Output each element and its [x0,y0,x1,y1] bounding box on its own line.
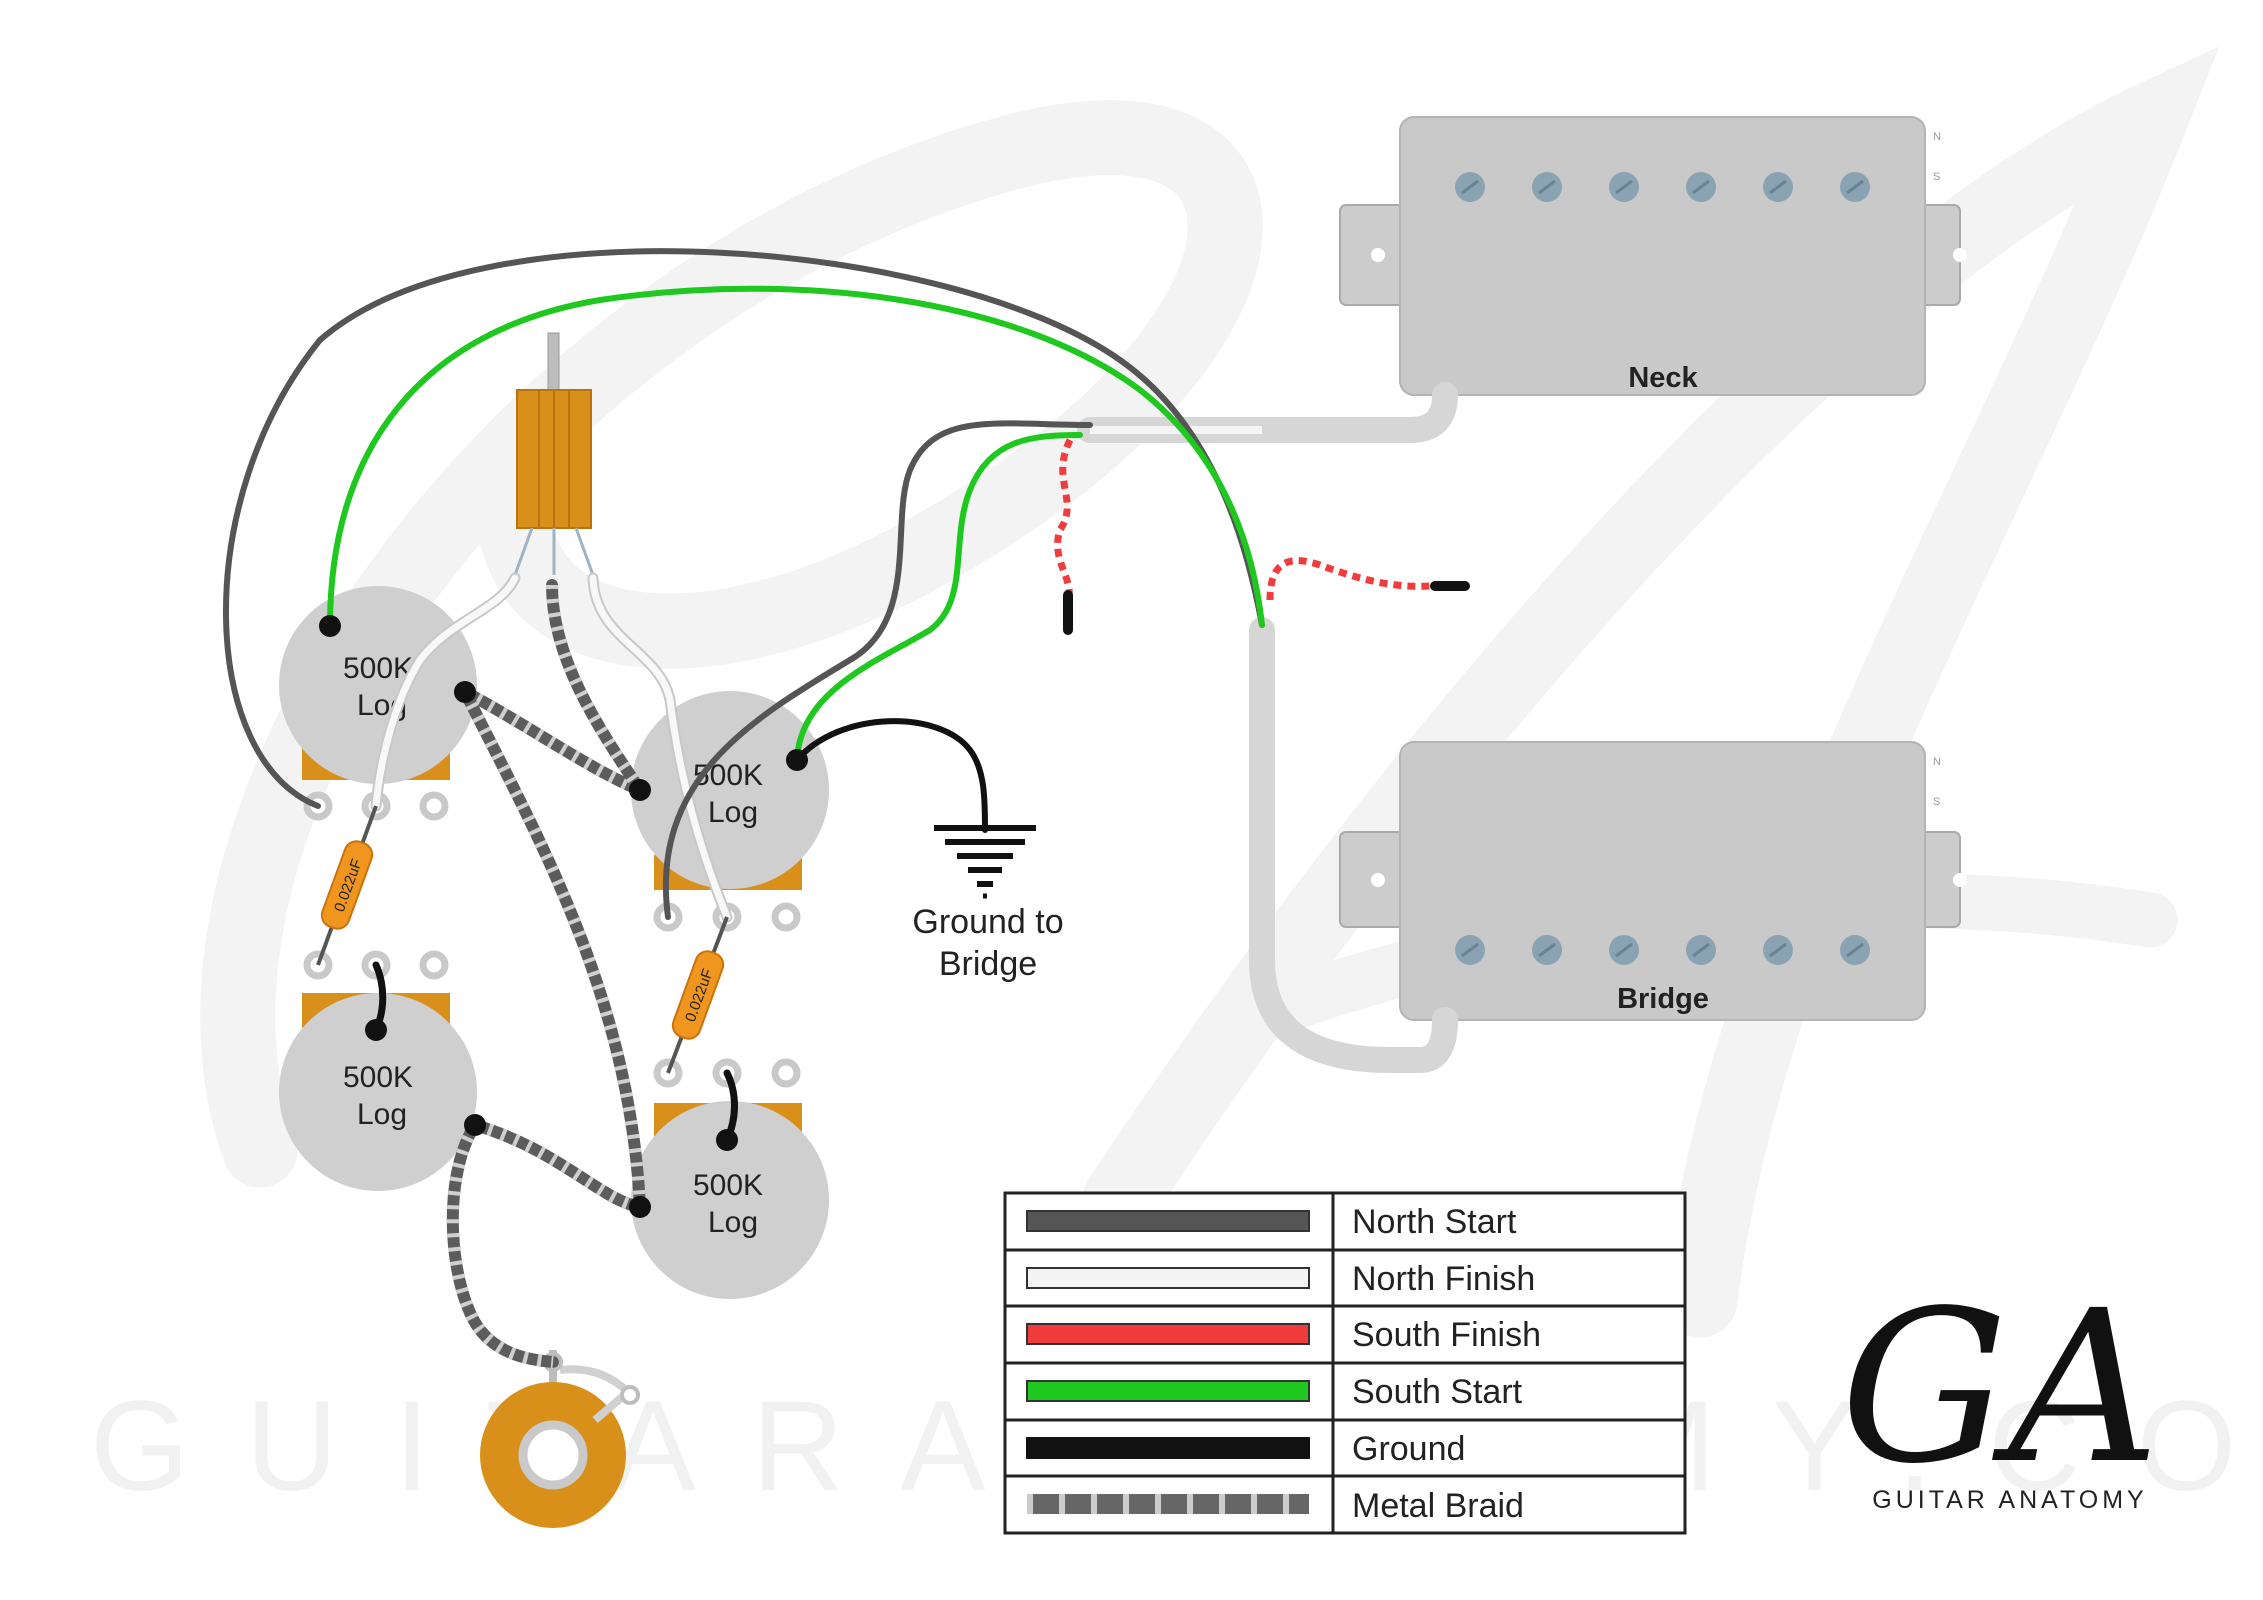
south-start-wires [327,285,1265,763]
pot-bridge-tone: 500K Log [631,1058,829,1299]
bridge-pickup-label: Bridge [1617,983,1709,1015]
pickup-cables [1077,382,1458,1073]
neck-pickup: Neck N S [1339,116,1967,396]
north-finish-wires [370,426,1262,923]
legend-label: North Finish [1352,1260,1535,1298]
braid-wires [446,579,646,1368]
brand-name: GUITAR ANATOMY [1872,1486,2147,1514]
pot-neck-tone: 500K Log [279,950,477,1191]
ground-label-line1: Ground to [912,903,1063,941]
north-start-wires [223,248,1265,920]
ground-wire [794,718,988,833]
neck-south-marker: S [1933,171,1940,183]
legend-label: South Finish [1352,1316,1541,1354]
neck-north-marker: N [1933,131,1941,143]
pot-bridge-volume-taper: Log [708,796,758,829]
pot-bridge-tone-value: 500K [693,1169,763,1202]
solder-points [319,615,808,1218]
legend-label: South Start [1352,1373,1523,1411]
pot-neck-tone-value: 500K [343,1061,413,1094]
capacitor-bridge: 0.022uF [666,916,729,1074]
pot-neck-tone-taper: Log [357,1098,407,1131]
selector-switch [513,332,595,576]
neck-pickup-label: Neck [1628,362,1698,394]
legend-item-south-start: South Start [1026,1373,1523,1411]
bridge-pickup: Bridge N S [1339,741,1967,1021]
brand-logo: GA GUITAR ANATOMY [1840,1265,2159,1514]
south-finish-wires [1054,438,1470,635]
capacitor-neck: 0.022uF [316,805,378,966]
pot-bridge-tone-taper: Log [708,1206,758,1239]
legend-label: Metal Braid [1352,1487,1524,1525]
legend-label: North Start [1352,1203,1517,1241]
legend-item-metal-braid: Metal Braid [1027,1487,1524,1525]
pot-neck-volume-value: 500K [343,652,413,685]
ground-symbol-icon [934,825,1036,899]
legend-item-south-finish: South Finish [1026,1316,1541,1354]
legend-item-north-start: North Start [1026,1203,1517,1241]
ground-label-line2: Bridge [939,945,1037,983]
bridge-north-marker: N [1933,756,1941,768]
pot-bridge-volume: 500K Log [631,691,829,932]
legend-item-north-finish: North Finish [1026,1260,1535,1298]
bridge-south-marker: S [1933,796,1940,808]
legend: North Start North Finish South Finish So… [1003,1191,1687,1535]
legend-item-ground: Ground [1026,1430,1465,1468]
legend-label: Ground [1352,1430,1465,1468]
brand-logo-mark: GA [1840,1265,2159,1510]
output-jack [480,1350,640,1528]
